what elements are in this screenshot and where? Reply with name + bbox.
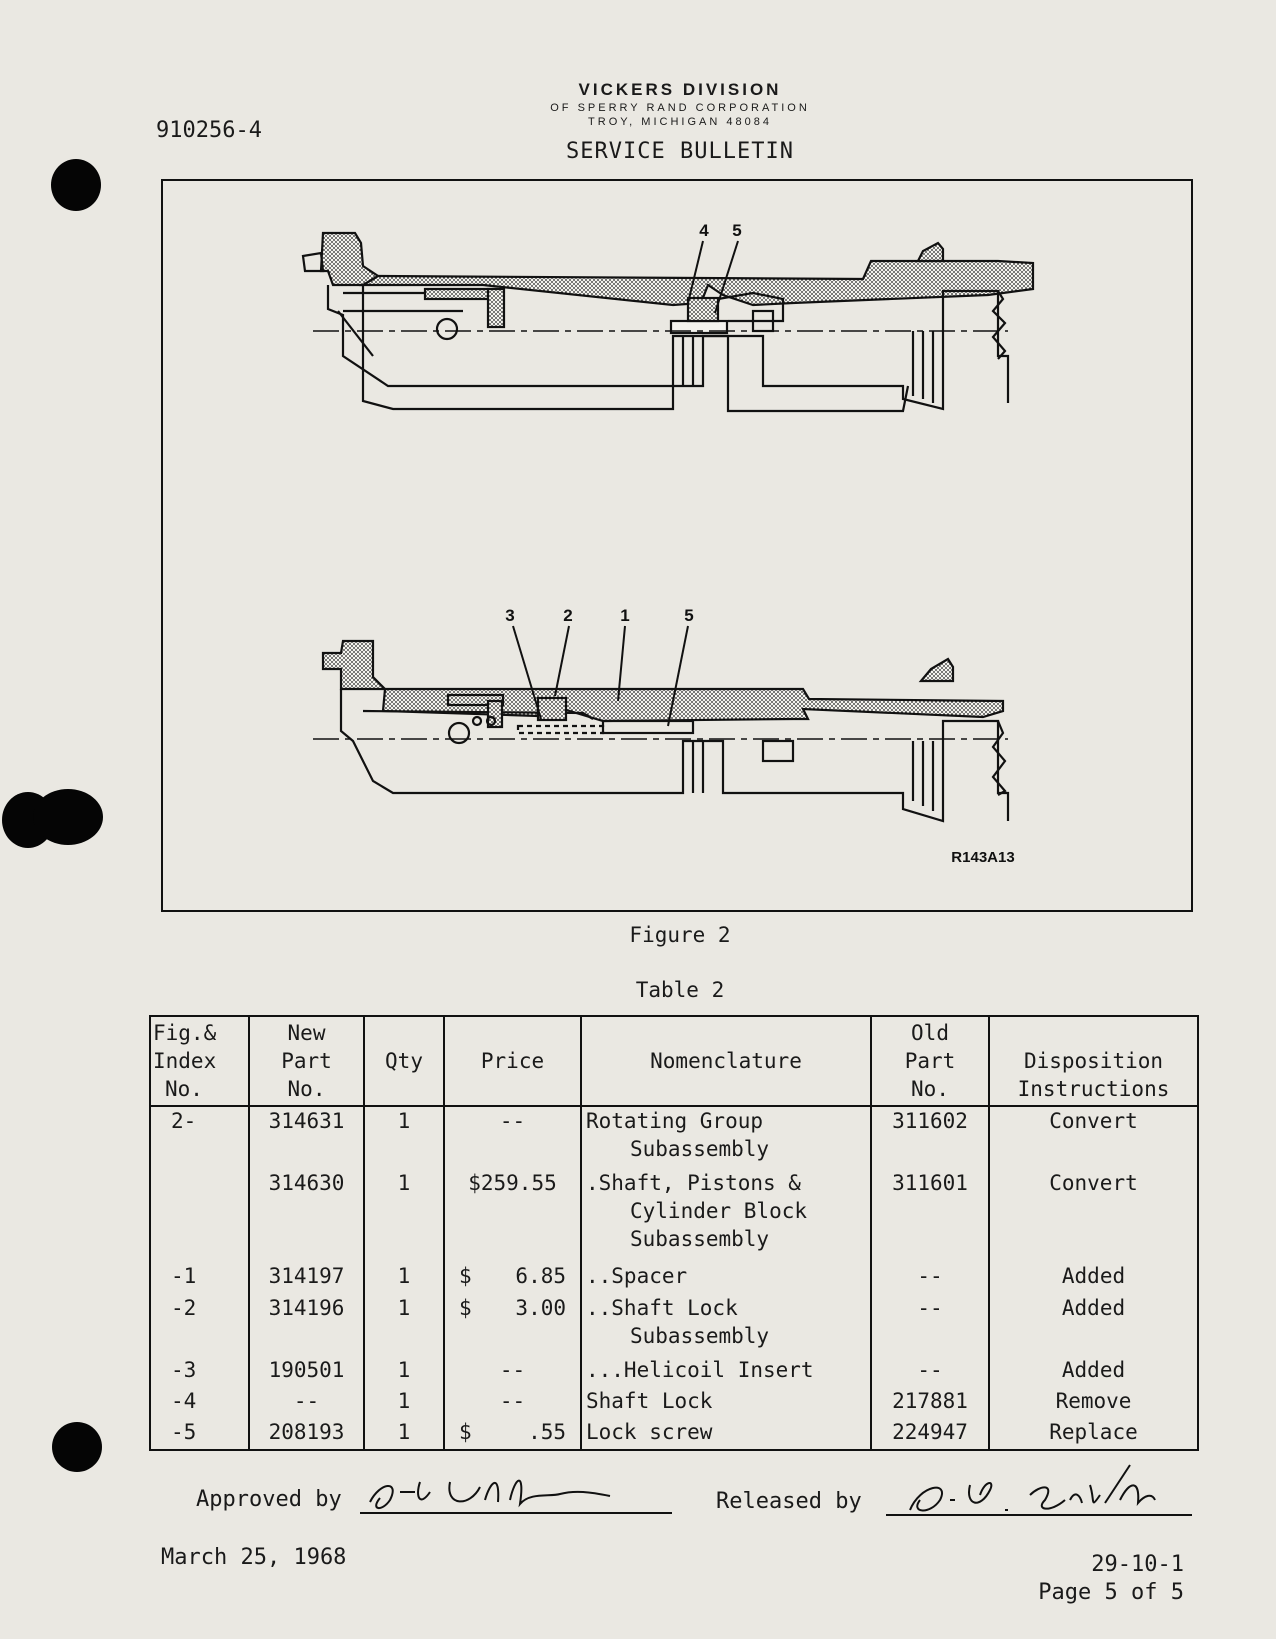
- callout-1: 1: [620, 606, 629, 625]
- top-right-flange: [916, 241, 945, 263]
- table-row: -5 208193 1 $.55 Lock screw 224947 Repla…: [150, 1417, 1198, 1450]
- released-signature: [909, 1464, 1156, 1512]
- bottom-callout-labels: 3 2 1 5: [505, 606, 693, 625]
- header-price: Price: [443, 1016, 581, 1107]
- header-old-part: Old Part No.: [870, 1016, 989, 1107]
- assembly-cross-section-drawing: 4 5: [301, 221, 1035, 866]
- released-by-label: Released by: [716, 1489, 862, 1514]
- page-number: Page 5 of 5: [1038, 1580, 1184, 1605]
- callout-3: 3: [505, 606, 514, 625]
- callout-2: 2: [563, 606, 572, 625]
- company-subtitle: OF SPERRY RAND CORPORATION: [550, 102, 810, 114]
- punch-hole-middle: [33, 789, 103, 845]
- release-date: March 25, 1968: [161, 1545, 347, 1570]
- approved-by-label: Approved by: [196, 1487, 342, 1512]
- top-cross-section: [301, 231, 1035, 413]
- document-reference: 29-10-1: [1091, 1552, 1184, 1577]
- bottom-right-flange: [918, 657, 955, 683]
- parts-table: Fig.& Index No. New Part No. Qty Price N…: [149, 1015, 1199, 1451]
- header-nomenclature: Nomenclature: [580, 1016, 871, 1107]
- table-row: -4 -- 1 -- Shaft Lock 217881 Remove: [150, 1386, 1198, 1418]
- punch-hole-bottom: [52, 1422, 102, 1472]
- document-number: 910256-4: [156, 118, 262, 143]
- top-piston-seal: [423, 287, 499, 301]
- bottom-cross-section: [313, 625, 1010, 823]
- approved-signature-line: [360, 1512, 672, 1514]
- company-name: VICKERS DIVISION: [578, 80, 782, 99]
- top-callout-labels: 4 5: [699, 221, 741, 240]
- header-fig-index: Fig.& Index No.: [150, 1016, 249, 1107]
- header-disposition: Disposition Instructions: [988, 1016, 1198, 1107]
- header-new-part: New Part No.: [248, 1016, 364, 1107]
- table-row: -3 190501 1 -- ...Helicoil Insert -- Add…: [150, 1355, 1198, 1387]
- table-caption: Table 2: [635, 978, 725, 1002]
- drawing-reference-code: R143A13: [951, 849, 1014, 866]
- callout-5: 5: [732, 221, 741, 240]
- table-header-row: Fig.& Index No. New Part No. Qty Price N…: [150, 1016, 1198, 1107]
- company-address: TROY, MICHIGAN 48084: [588, 116, 772, 128]
- table-row: 314630 1 $259.55 .Shaft, Pistons &Cylind…: [150, 1169, 1198, 1263]
- released-signature-line: [886, 1514, 1192, 1516]
- top-end-cap: [319, 231, 381, 287]
- figure-caption: Figure 2: [629, 923, 731, 947]
- bottom-helicoil-insert: [536, 696, 568, 722]
- punch-hole-top: [51, 159, 101, 211]
- bulletin-title: SERVICE BULLETIN: [566, 139, 794, 164]
- callout-5-bottom: 5: [684, 606, 693, 625]
- approved-signature: [369, 1479, 611, 1509]
- table-row: -1 314197 1 $6.85 ..Spacer -- Added: [150, 1262, 1198, 1294]
- header-qty: Qty: [363, 1016, 444, 1107]
- callout-4: 4: [699, 221, 709, 240]
- bottom-end-cap: [321, 639, 388, 691]
- figure-frame: 4 5: [161, 179, 1193, 912]
